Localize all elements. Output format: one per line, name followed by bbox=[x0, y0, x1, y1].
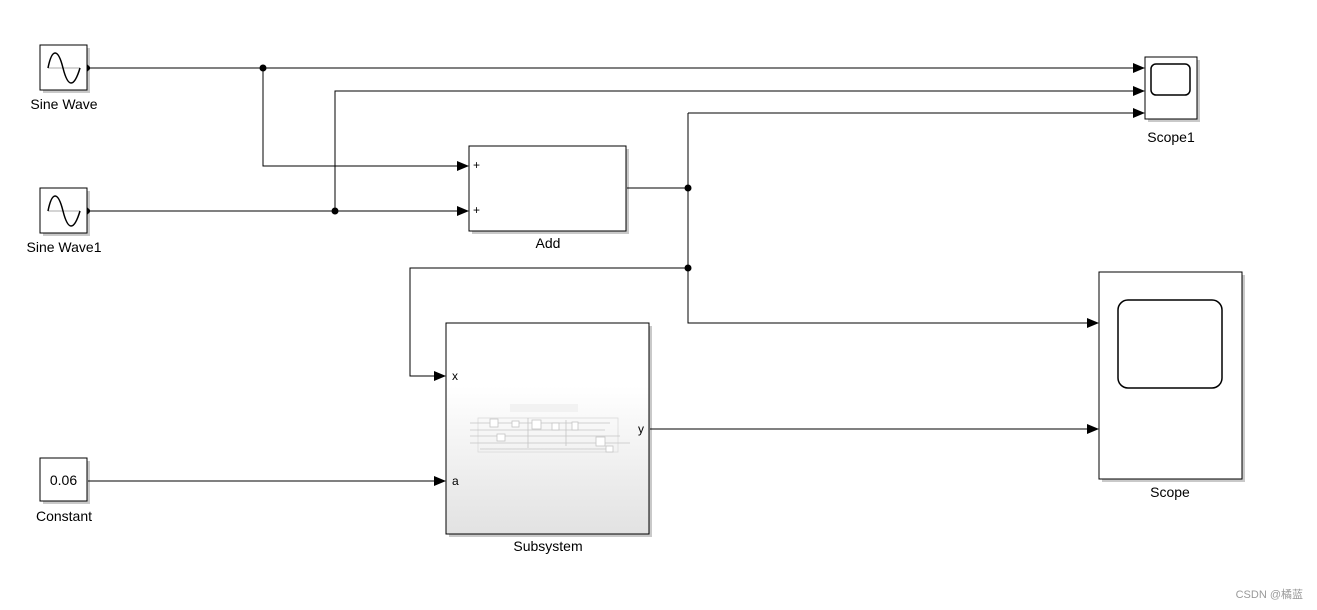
arrowheads bbox=[434, 63, 1145, 486]
sine-wave-block[interactable] bbox=[39, 44, 91, 93]
scope-label: Scope bbox=[1150, 484, 1190, 500]
add-port-1-sign: + bbox=[473, 158, 481, 172]
subsystem-port-x: x bbox=[452, 369, 458, 383]
add-port-2-sign: + bbox=[473, 203, 481, 217]
subsystem-port-y: y bbox=[638, 422, 644, 436]
add-block[interactable] bbox=[468, 145, 629, 234]
add-label: Add bbox=[535, 235, 561, 251]
sine-wave1-label: Sine Wave1 bbox=[26, 239, 102, 255]
subsystem-preview-icon bbox=[470, 404, 630, 453]
scope1-label: Scope1 bbox=[1147, 129, 1195, 145]
scope-screen-icon bbox=[1150, 63, 1191, 96]
scope1-block[interactable] bbox=[1144, 56, 1200, 122]
sine-wave1-block[interactable] bbox=[39, 187, 91, 236]
scope-block[interactable] bbox=[1098, 271, 1245, 482]
constant-block[interactable] bbox=[39, 457, 90, 504]
subsystem-port-a: a bbox=[452, 474, 459, 488]
sine-wave-label: Sine Wave bbox=[30, 96, 98, 112]
subsystem-block[interactable] bbox=[445, 322, 652, 537]
watermark: CSDN @橘蓝 bbox=[1235, 589, 1303, 601]
constant-value: 0.06 bbox=[49, 471, 78, 488]
subsystem-label: Subsystem bbox=[513, 538, 583, 554]
scope-screen-icon bbox=[1117, 299, 1223, 389]
sine-icon bbox=[47, 195, 81, 227]
signal-lines[interactable] bbox=[88, 67, 1133, 482]
sine-icon bbox=[47, 52, 81, 84]
constant-label: Constant bbox=[35, 508, 93, 524]
branch-points bbox=[259, 64, 692, 272]
